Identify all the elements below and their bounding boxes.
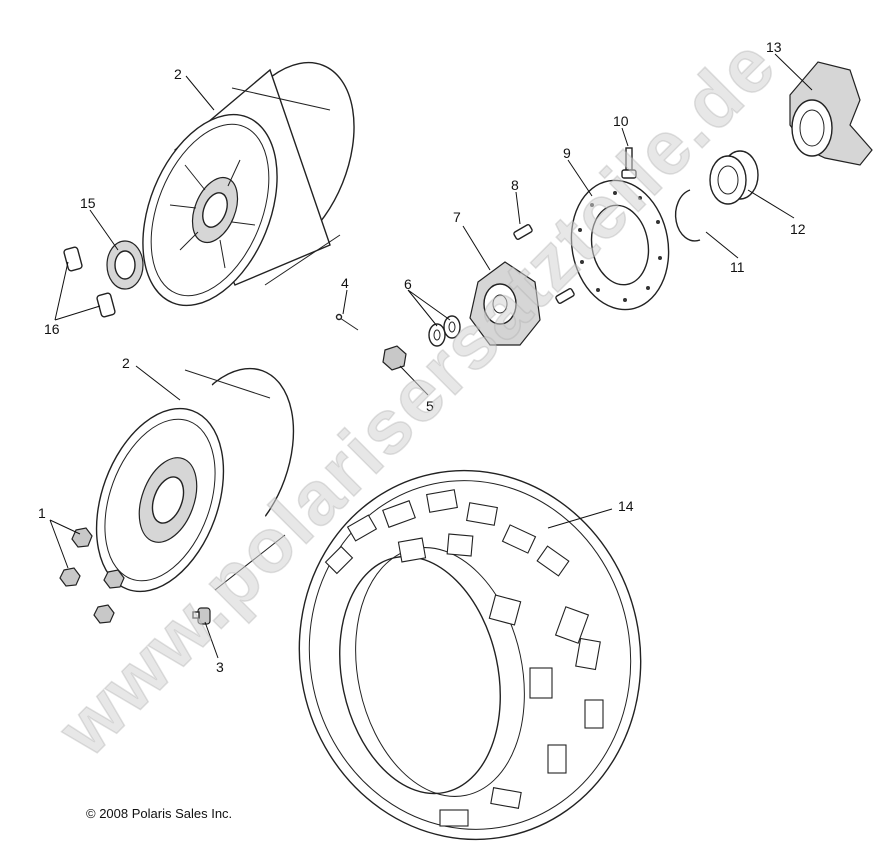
callout-9: 9 bbox=[563, 145, 571, 161]
wheel-hub bbox=[469, 261, 541, 346]
callout-numbers: 2 2 1 3 4 5 6 7 8 9 10 11 12 13 14 15 16 bbox=[38, 39, 806, 675]
cotter-pin bbox=[335, 313, 359, 331]
callout-2-upper: 2 bbox=[174, 66, 182, 82]
washers bbox=[428, 315, 461, 347]
leader-lines bbox=[49, 53, 813, 659]
callout-13: 13 bbox=[766, 39, 782, 55]
callout-10: 10 bbox=[613, 113, 629, 129]
lug-nuts bbox=[59, 527, 125, 624]
callout-5: 5 bbox=[426, 398, 434, 414]
bearing-carrier bbox=[789, 61, 873, 166]
rim-upper bbox=[142, 61, 355, 307]
wheel-studs bbox=[63, 246, 116, 318]
tire bbox=[298, 469, 642, 841]
snap-ring bbox=[674, 189, 701, 242]
copyright-notice: © 2008 Polaris Sales Inc. bbox=[86, 806, 233, 821]
disc-bolt bbox=[621, 147, 637, 179]
callout-12: 12 bbox=[790, 221, 806, 237]
callout-2-lower: 2 bbox=[122, 355, 130, 371]
callout-4: 4 bbox=[341, 275, 349, 291]
valve-stem bbox=[192, 607, 211, 625]
callout-16: 16 bbox=[44, 321, 60, 337]
callout-14: 14 bbox=[618, 498, 634, 514]
callout-3: 3 bbox=[216, 659, 224, 675]
callout-1: 1 bbox=[38, 505, 46, 521]
callout-11: 11 bbox=[730, 259, 745, 275]
callout-6: 6 bbox=[404, 276, 412, 292]
brake-disc bbox=[570, 179, 670, 311]
hub-bolts bbox=[513, 224, 575, 304]
callout-8: 8 bbox=[511, 177, 519, 193]
center-cap-nut bbox=[106, 240, 144, 290]
callout-15: 15 bbox=[80, 195, 96, 211]
callout-7: 7 bbox=[453, 209, 461, 225]
castle-nut bbox=[382, 345, 407, 371]
bearing bbox=[709, 150, 759, 205]
rim-lower bbox=[95, 367, 295, 593]
